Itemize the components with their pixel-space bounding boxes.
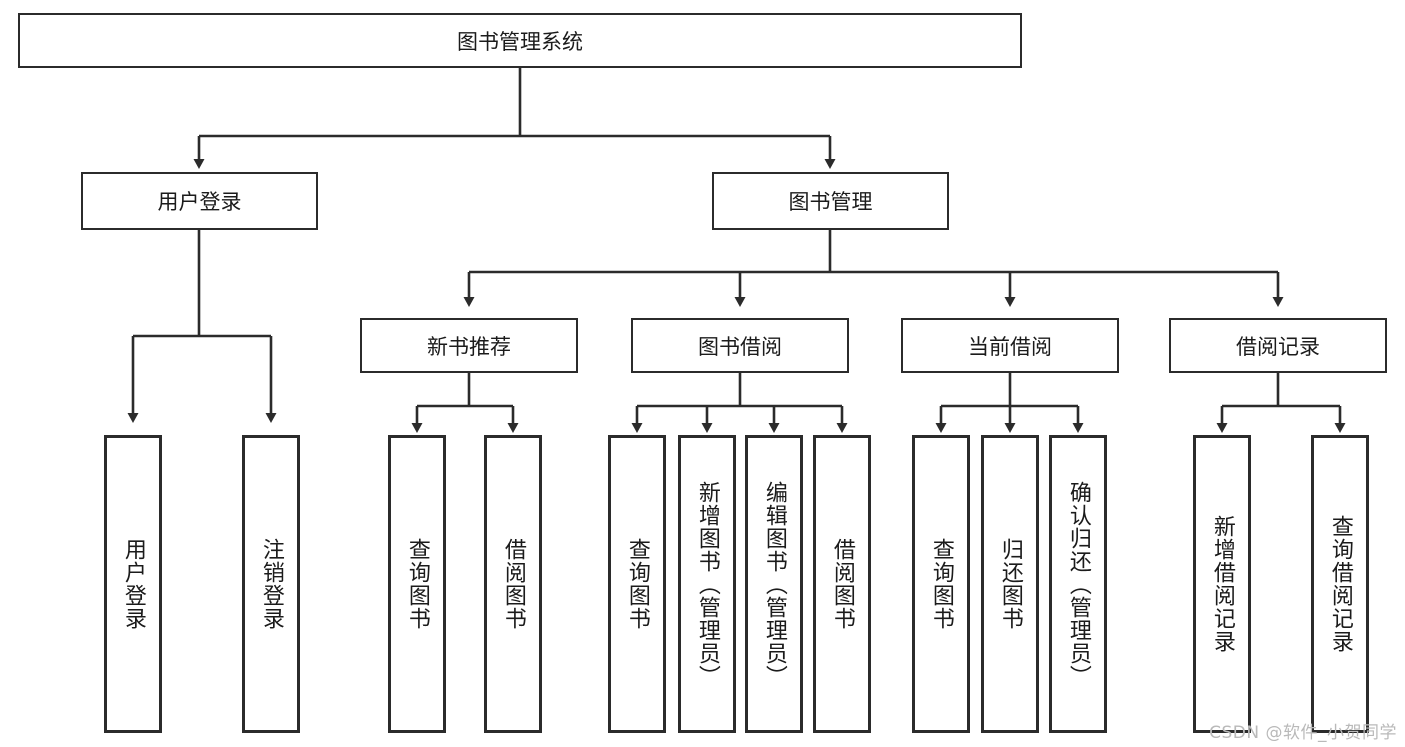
leaf-user-login-signout[interactable]: 注销登录	[242, 435, 300, 733]
leaf-borrow-query-book[interactable]: 查询图书	[608, 435, 666, 733]
node-book-management[interactable]: 图书管理	[712, 172, 949, 230]
leaf-borrow-add-book-admin[interactable]: 新增图书（管理员）	[678, 435, 736, 733]
leaf-label: 借阅图书	[500, 538, 526, 630]
node-new-book-recommend[interactable]: 新书推荐	[360, 318, 578, 373]
leaf-record-add-borrow-record[interactable]: 新增借阅记录	[1193, 435, 1251, 733]
node-root-system[interactable]: 图书管理系统	[18, 13, 1022, 68]
node-label: 借阅记录	[1236, 334, 1320, 359]
node-label: 图书借阅	[698, 334, 782, 359]
leaf-label: 注销登录	[258, 538, 284, 630]
leaf-current-confirm-return-admin[interactable]: 确认归还（管理员）	[1049, 435, 1107, 733]
node-label: 图书管理	[788, 190, 873, 214]
node-label: 用户登录	[157, 190, 242, 214]
leaf-user-login-signin[interactable]: 用户登录	[104, 435, 162, 733]
node-label: 新书推荐	[427, 334, 511, 359]
watermark-text: CSDN @软件_小贺同学	[1209, 723, 1397, 743]
leaf-new-book-borrow[interactable]: 借阅图书	[484, 435, 542, 733]
leaf-label: 用户登录	[120, 538, 146, 630]
node-current-borrow[interactable]: 当前借阅	[901, 318, 1119, 373]
leaf-label: 新增借阅记录	[1209, 515, 1235, 653]
node-label: 图书管理系统	[457, 29, 583, 54]
leaf-label: 查询图书	[404, 538, 430, 630]
leaf-current-query-book[interactable]: 查询图书	[912, 435, 970, 733]
leaf-label: 查询图书	[928, 538, 954, 630]
leaf-label: 归还图书	[997, 538, 1023, 630]
node-label: 当前借阅	[968, 334, 1052, 359]
node-borrow-record[interactable]: 借阅记录	[1169, 318, 1387, 373]
leaf-label: 新增图书（管理员）	[694, 480, 720, 688]
leaf-label: 查询借阅记录	[1327, 515, 1353, 653]
leaf-new-book-query[interactable]: 查询图书	[388, 435, 446, 733]
node-user-login[interactable]: 用户登录	[81, 172, 318, 230]
leaf-record-query-borrow-record[interactable]: 查询借阅记录	[1311, 435, 1369, 733]
leaf-borrow-edit-book-admin[interactable]: 编辑图书（管理员）	[745, 435, 803, 733]
leaf-label: 编辑图书（管理员）	[761, 480, 787, 688]
leaf-borrow-borrow-book[interactable]: 借阅图书	[813, 435, 871, 733]
leaf-current-return-book[interactable]: 归还图书	[981, 435, 1039, 733]
leaf-label: 查询图书	[624, 538, 650, 630]
leaf-label: 借阅图书	[829, 538, 855, 630]
leaf-label: 确认归还（管理员）	[1065, 480, 1091, 688]
node-book-borrow[interactable]: 图书借阅	[631, 318, 849, 373]
